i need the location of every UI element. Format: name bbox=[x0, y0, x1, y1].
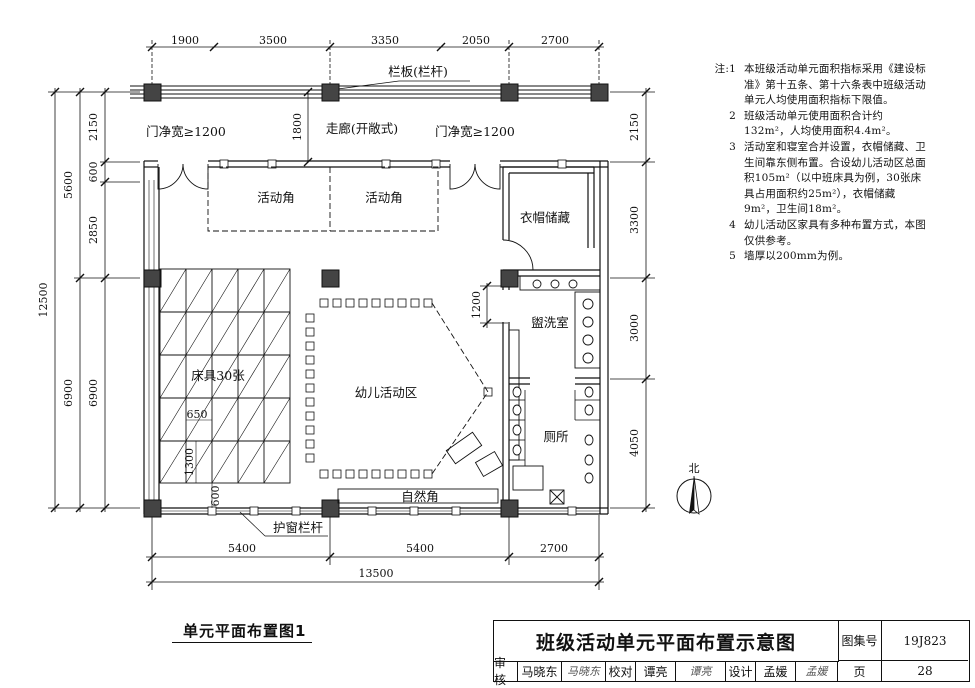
dim-left-total: 12500 bbox=[37, 283, 50, 318]
note-text: 班级活动单元使用面积合计约132m²，人均使用面积4.4m²。 bbox=[744, 109, 897, 138]
note-text: 本班级活动单元面积指标采用《建设标准》第十五条、第十六条表中班级活动单元人均使用… bbox=[744, 63, 926, 107]
structural-columns bbox=[143, 83, 609, 518]
note-number: 5 bbox=[729, 250, 736, 263]
page-number: 28 bbox=[917, 664, 933, 678]
dim-left-inner-1: 2150 bbox=[87, 113, 100, 141]
dim-bottom-3: 2700 bbox=[540, 542, 568, 555]
drawing-title: 班级活动单元平面布置示意图 bbox=[494, 621, 839, 662]
label-child-area: 幼儿活动区 bbox=[355, 385, 418, 400]
dim-left-outer-1: 5600 bbox=[62, 171, 75, 199]
corridor-railing bbox=[130, 80, 600, 99]
note-number: 3 bbox=[729, 140, 736, 153]
dim-bottom-total: 13500 bbox=[359, 567, 394, 580]
door-swings bbox=[157, 163, 534, 271]
atlas-number: 19J823 bbox=[882, 621, 968, 661]
dim-right-1: 2150 bbox=[628, 113, 641, 141]
note-item: 4 幼儿活动区家具有多种布置方式，本图仅供参考。 bbox=[704, 218, 926, 249]
design-label: 设计 bbox=[726, 661, 756, 681]
atlas-label: 图集号 bbox=[838, 621, 882, 661]
label-beds: 床具30张 bbox=[191, 368, 245, 383]
note-text: 幼儿活动区家具有多种布置方式，本图仅供参考。 bbox=[744, 218, 926, 247]
label-door-right: 门净宽≥1200 bbox=[435, 124, 515, 139]
label-nature-corner: 自然角 bbox=[401, 489, 439, 504]
dim-bottom-1: 5400 bbox=[228, 542, 256, 555]
label-activity-corner-2: 活动角 bbox=[365, 190, 403, 205]
note-text: 墙厚以200mm为例。 bbox=[744, 250, 850, 263]
designer-signature: 孟媛 bbox=[796, 661, 838, 681]
wall-windows bbox=[207, 159, 577, 516]
dim-bed-1300: 1300 bbox=[183, 448, 196, 476]
dim-right-4: 4050 bbox=[628, 429, 641, 457]
dim-top-3: 3350 bbox=[371, 34, 399, 47]
label-railing: 栏板(栏杆) bbox=[388, 64, 448, 79]
label-corridor: 走廊(开敞式) bbox=[326, 121, 398, 136]
designer-name: 孟媛 bbox=[756, 661, 796, 681]
reviewer-name: 马晓东 bbox=[518, 661, 562, 681]
plan-title: 单元平面布置图1 bbox=[183, 622, 307, 640]
note-item: 3 活动室和寝室合并设置，衣帽储藏、卫生间靠东侧布置。合设幼儿活动区总面积105… bbox=[704, 140, 926, 218]
title-block: 班级活动单元平面布置示意图 图集号 19J823 审核 马晓东 马晓东 校对 谭… bbox=[493, 620, 970, 687]
nature-corner-counter bbox=[337, 431, 504, 504]
page-label: 页 bbox=[838, 661, 882, 681]
dim-top-2: 3500 bbox=[259, 34, 287, 47]
note-item: 2 班级活动单元使用面积合计约132m²，人均使用面积4.4m²。 bbox=[704, 109, 926, 140]
check-label: 校对 bbox=[606, 661, 636, 681]
note-item: 注:1 本班级活动单元面积指标采用《建设标准》第十五条、第十六条表中班级活动单元… bbox=[704, 62, 926, 109]
label-wardrobe: 衣帽储藏 bbox=[520, 210, 571, 225]
beds-grid bbox=[159, 268, 291, 508]
dim-bottom-2: 5400 bbox=[406, 542, 434, 555]
dim-inner-1200: 1200 bbox=[470, 291, 483, 319]
child-seats bbox=[305, 298, 493, 479]
dim-right-3: 3000 bbox=[628, 314, 641, 342]
label-north: 北 bbox=[689, 462, 700, 475]
plan-title-underline bbox=[172, 642, 312, 643]
toilet-fixtures bbox=[512, 386, 594, 505]
child-area-boundary bbox=[431, 302, 489, 475]
label-window-railing: 护窗栏杆 bbox=[273, 520, 324, 535]
dim-top-5: 2700 bbox=[541, 34, 569, 47]
label-washroom: 盥洗室 bbox=[531, 315, 569, 330]
notes-prefix: 注: bbox=[714, 63, 730, 75]
dim-left-outer-2: 6900 bbox=[62, 379, 75, 407]
dim-left-inner-2: 600 bbox=[87, 162, 100, 183]
review-label: 审核 bbox=[494, 656, 518, 687]
note-text: 活动室和寝室合并设置，衣帽储藏、卫生间靠东侧布置。合设幼儿活动区总面积105m²… bbox=[744, 140, 926, 216]
dim-bed-650: 650 bbox=[187, 408, 208, 421]
dim-bed-600: 600 bbox=[209, 486, 222, 507]
note-number: 4 bbox=[729, 218, 736, 231]
dim-corridor-width: 1800 bbox=[291, 113, 304, 141]
window-railing-leader bbox=[239, 511, 328, 537]
label-toilet: 厕所 bbox=[543, 429, 568, 444]
dim-right-2: 3300 bbox=[628, 206, 641, 234]
dim-left-inner-4: 6900 bbox=[87, 379, 100, 407]
north-arrow-icon bbox=[676, 475, 712, 515]
note-number: 1 bbox=[729, 63, 736, 75]
checker-signature: 谭亮 bbox=[676, 661, 726, 681]
dim-top-4: 2050 bbox=[462, 34, 490, 47]
activity-corners bbox=[207, 166, 439, 232]
notes-block: 注:1 本班级活动单元面积指标采用《建设标准》第十五条、第十六条表中班级活动单元… bbox=[704, 62, 926, 265]
note-item: 5 墙厚以200mm为例。 bbox=[704, 249, 926, 265]
walls bbox=[143, 160, 609, 515]
checker-name: 谭亮 bbox=[636, 661, 676, 681]
dimension-texts: 1900 3500 3350 2050 2700 5400 5400 2700 … bbox=[37, 34, 641, 580]
room-labels: 栏板(栏杆) 走廊(开敞式) 门净宽≥1200 门净宽≥1200 活动角 活动角… bbox=[146, 64, 699, 535]
dimension-lines bbox=[48, 40, 655, 590]
label-activity-corner-1: 活动角 bbox=[257, 190, 295, 205]
note-number: 2 bbox=[729, 109, 736, 122]
dim-left-inner-3: 2850 bbox=[87, 216, 100, 244]
dim-top-1: 1900 bbox=[171, 34, 199, 47]
label-door-left: 门净宽≥1200 bbox=[146, 124, 226, 139]
reviewer-signature: 马晓东 bbox=[562, 661, 606, 681]
washroom-sinks bbox=[508, 275, 601, 461]
